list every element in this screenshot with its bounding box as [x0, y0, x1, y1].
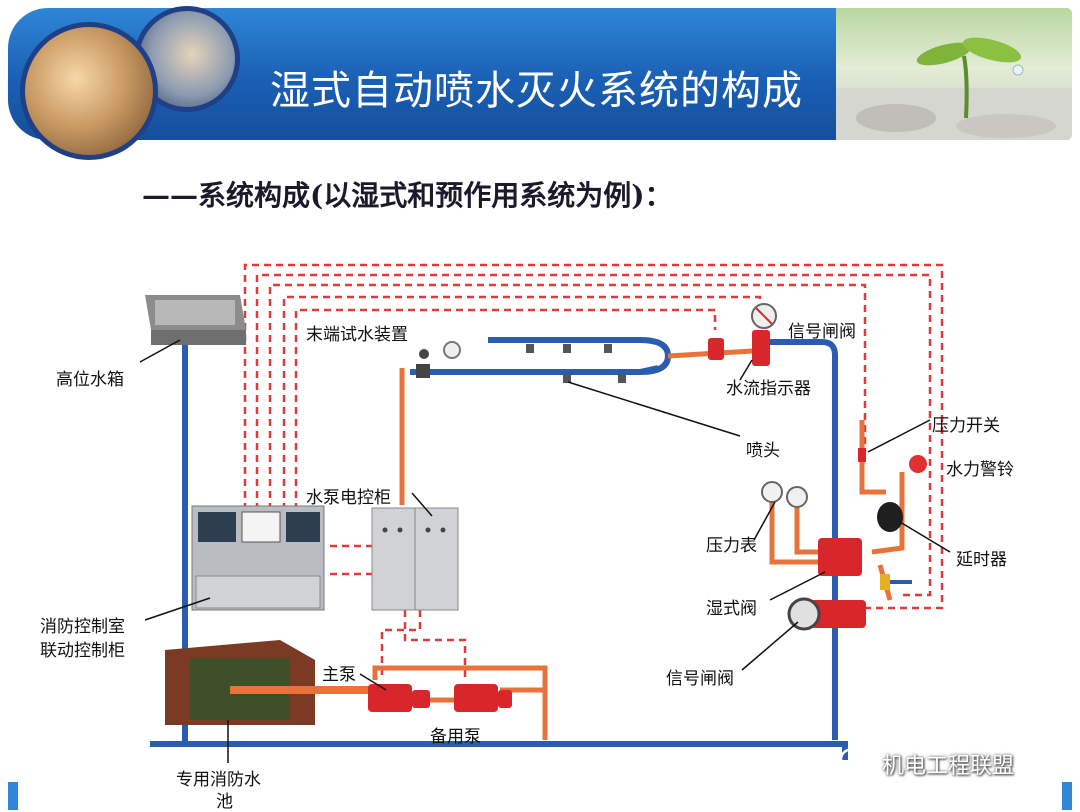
- label-wet-valve: 湿式阀: [706, 599, 757, 619]
- label-main-pump: 主泵: [322, 665, 356, 685]
- sprout-icon: [836, 37, 1072, 140]
- label-sprinkler-head: 喷头: [746, 441, 780, 461]
- leader-lines: [139, 339, 951, 763]
- wet-alarm-valve: [761, 481, 866, 631]
- label-fire-pool-2: 池: [216, 792, 233, 812]
- pumps: [368, 684, 512, 712]
- banner-photo-sprout: [836, 8, 1072, 140]
- corner-accent-right: [1062, 782, 1072, 810]
- label-fire-pool-1: 专用消防水: [176, 770, 261, 790]
- watermark-text: 机电工程联盟: [882, 754, 1015, 779]
- high-water-tank: [145, 295, 246, 345]
- flow-indicator-assembly: [708, 303, 777, 366]
- label-signal-valve-bottom: 信号闸阀: [666, 669, 734, 689]
- label-pressure-switch: 压力开关: [932, 416, 1000, 436]
- handshake-photo: [134, 6, 240, 112]
- signal-wiring: [243, 263, 944, 680]
- page-title: 湿式自动喷水灭火系统的构成: [270, 68, 803, 114]
- pump-control-cabinet: [371, 507, 459, 611]
- wechat-icon: [839, 747, 876, 775]
- label-end-test: 末端试水装置: [306, 325, 408, 345]
- label-pressure-gauge: 压力表: [706, 536, 757, 556]
- label-signal-valve-top: 信号闸阀: [788, 322, 856, 342]
- label-standby-pump: 备用泵: [430, 727, 481, 747]
- label-pump-control-cabinet: 水泵电控柜: [306, 488, 391, 508]
- label-control-cabinet: 联动控制柜: [40, 641, 125, 661]
- section-subtitle: ——系统构成(以湿式和预作用系统为例)：: [142, 179, 673, 212]
- label-control-room: 消防控制室: [40, 617, 125, 637]
- label-delay-device: 延时器: [956, 550, 1007, 570]
- end-test-device: [416, 341, 461, 378]
- businessman-photo: [20, 22, 158, 160]
- label-high-tank: 高位水箱: [56, 370, 124, 390]
- fire-water-pool: [165, 640, 370, 725]
- corner-accent-left: [8, 782, 18, 810]
- alarm-components: [858, 448, 927, 590]
- fire-control-cabinet: [191, 505, 325, 611]
- sprinkler-heads: [526, 344, 626, 383]
- label-water-alarm-bell: 水力警铃: [946, 460, 1014, 480]
- label-flow-indicator: 水流指示器: [726, 379, 811, 399]
- title-banner: 湿式自动喷水灭火系统的构成: [8, 8, 1072, 140]
